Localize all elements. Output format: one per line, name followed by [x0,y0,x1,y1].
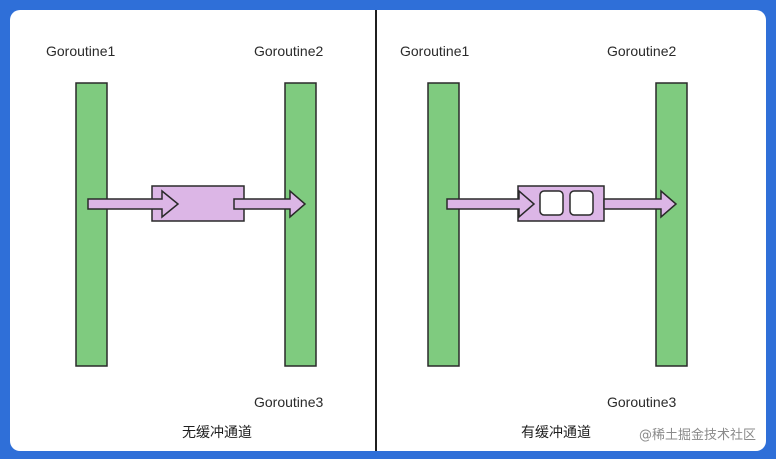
buffer-slot-1 [539,190,564,216]
goroutine1-bar [427,82,460,367]
goroutine2-label: Goroutine2 [254,43,324,59]
diagram-frame: Goroutine1 Goroutine2 Goroutine3 无缓冲通道 G… [10,10,766,451]
buffered-caption: 有缓冲通道 [521,425,591,441]
goroutine1-label: Goroutine1 [400,43,470,59]
send-arrow [87,189,180,219]
unbuffered-channel-diagram [75,82,317,367]
receive-arrow [233,189,307,219]
goroutine2-label: Goroutine2 [607,43,677,59]
goroutine2-bar [655,82,688,367]
buffered-channel-diagram [427,82,688,367]
receive-arrow [603,189,678,219]
goroutine2-bar [284,82,317,367]
send-arrow [446,189,536,219]
buffered-channel-panel: Goroutine1 Goroutine2 Goroutine3 有缓冲通道 [379,10,766,451]
goroutine1-bar [75,82,108,367]
goroutine3-label: Goroutine3 [254,394,324,410]
goroutine3-label: Goroutine3 [607,394,677,410]
panel-divider [375,10,377,451]
goroutine1-label: Goroutine1 [46,43,116,59]
watermark: @稀土掘金技术社区 [638,428,756,443]
unbuffered-channel-panel: Goroutine1 Goroutine2 Goroutine3 无缓冲通道 [10,10,375,451]
unbuffered-caption: 无缓冲通道 [182,425,252,441]
buffer-slot-2 [569,190,594,216]
